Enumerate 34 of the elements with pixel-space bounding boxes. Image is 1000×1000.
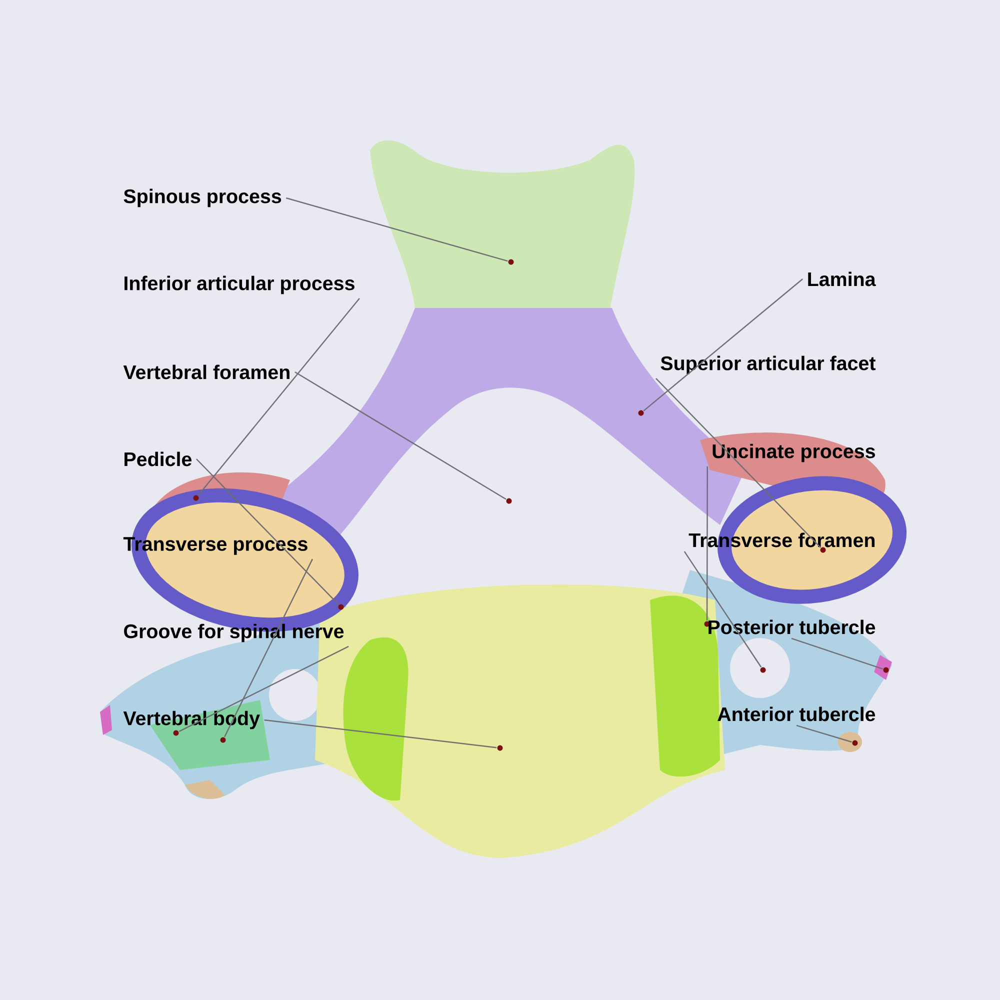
point-marker bbox=[852, 740, 858, 746]
point-marker bbox=[338, 604, 344, 610]
leader-line bbox=[706, 466, 708, 621]
leader-line bbox=[684, 551, 762, 668]
leader-line bbox=[656, 378, 822, 548]
leader-line bbox=[198, 298, 360, 496]
leader-line bbox=[791, 638, 883, 670]
point-marker bbox=[193, 495, 199, 501]
point-marker bbox=[497, 745, 503, 751]
point-marker bbox=[506, 498, 512, 504]
label-text: Lamina bbox=[808, 272, 876, 286]
leader-line bbox=[294, 371, 506, 500]
label-text: Groove for spinal nerve bbox=[124, 624, 344, 642]
point-marker bbox=[820, 547, 826, 553]
leader-line bbox=[643, 278, 804, 412]
point-marker bbox=[220, 737, 226, 743]
point-marker bbox=[173, 730, 179, 736]
point-marker bbox=[760, 667, 766, 673]
leader-line bbox=[196, 458, 340, 605]
label-text: Vertebral body bbox=[123, 710, 260, 730]
label-text: Superior articular facet bbox=[660, 356, 876, 374]
point-marker bbox=[508, 259, 514, 265]
label-text: Vertebral foramen bbox=[123, 364, 290, 380]
point-marker bbox=[883, 667, 889, 673]
point-marker bbox=[638, 410, 644, 416]
leader-line bbox=[286, 197, 508, 262]
leader-line bbox=[178, 646, 349, 732]
label-text: Inferior articular process bbox=[124, 276, 354, 294]
label-text: Uncinate process bbox=[712, 444, 875, 462]
label-text: Spinous process bbox=[124, 188, 282, 208]
label-text: Pedicle bbox=[124, 452, 192, 466]
point-marker bbox=[704, 621, 710, 627]
leader-line bbox=[264, 719, 497, 748]
leader-line bbox=[224, 558, 314, 738]
